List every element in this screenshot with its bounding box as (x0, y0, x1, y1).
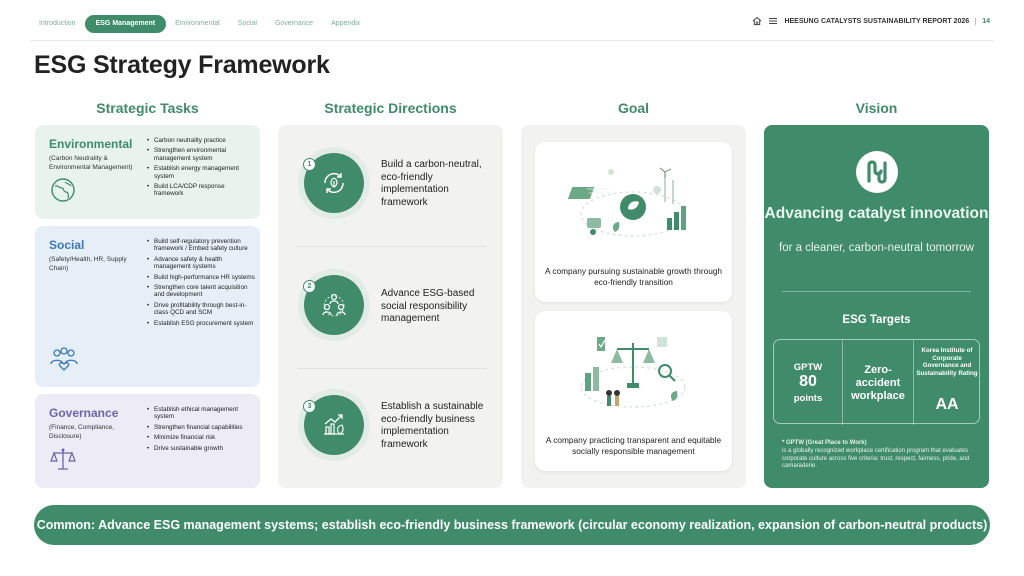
col-head-goal: Goal (617, 100, 650, 116)
directions-panel: 1 Build a carbon-neutral, eco-friendly i… (278, 125, 503, 488)
tab-esg-management[interactable]: ESG Management (84, 15, 167, 33)
home-icon[interactable] (752, 16, 762, 26)
divider (782, 291, 971, 292)
vision-substatement: for a cleaner, carbon-neutral tomorrow (779, 242, 974, 254)
goal-card-2: A company practicing transparent and equ… (535, 311, 732, 471)
footnote-title: * GPTW (Great Place to Work) (782, 440, 867, 446)
footnote: * GPTW (Great Place to Work) is a global… (782, 440, 979, 471)
top-nav: Introduction ESG Management Environmenta… (30, 14, 369, 34)
target-value: 80 (799, 373, 817, 390)
direction-item-2: 2 Advance ESG-based social responsibilit… (278, 259, 503, 359)
direction-number: 2 (303, 280, 316, 293)
target-value: Zero-accident workplace (851, 364, 905, 402)
direction-number: 1 (303, 158, 316, 171)
divider (298, 246, 487, 247)
goal-card-1: A company pursuing sustainable growth th… (535, 142, 732, 302)
footnote-body: is a globally recognized workplace certi… (782, 447, 970, 470)
col-head-vision: Vision (855, 100, 898, 116)
target-label: GPTW (793, 362, 823, 373)
page-title: ESG Strategy Framework (34, 51, 330, 79)
goal-text: A company pursuing sustainable growth th… (544, 266, 723, 287)
task-subtitle-social: (Safety/Health, HR, Supply Chain) (49, 256, 127, 272)
report-title: HEESUNG CATALYSTS SUSTAINABILITY REPORT … (784, 17, 970, 25)
target-governance-rating: Korea Institute of Corporate Governance … (914, 340, 980, 425)
scales-icon (49, 447, 77, 478)
list-item: Drive profitability through best-in-clas… (147, 302, 255, 317)
esg-targets-title: ESG Targets (842, 314, 911, 326)
list-item: Carbon neutrality practice (147, 137, 255, 145)
direction-badge: 1 (298, 147, 370, 219)
direction-text: Build a carbon-neutral, eco-friendly imp… (381, 159, 482, 208)
list-item: Establish energy management system (147, 165, 255, 180)
people-heart-icon (49, 346, 79, 377)
list-item: Build self-regulatory prevention framewo… (147, 238, 255, 253)
task-title-governance: Governance (49, 406, 119, 420)
company-logo (856, 151, 898, 193)
col-head-directions: Strategic Directions (324, 100, 457, 116)
list-item: Advance safety & health management syste… (147, 256, 255, 271)
page-number: 14 (975, 17, 990, 25)
divider (298, 368, 487, 369)
direction-text: Advance ESG-based social responsibility … (381, 288, 475, 324)
eco-transition-illustration (565, 152, 702, 257)
tab-appendix[interactable]: Appendix (331, 20, 361, 27)
tab-governance[interactable]: Governance (274, 20, 314, 27)
tab-environmental[interactable]: Environmental (175, 20, 220, 27)
task-environmental: Environmental (Carbon Neutrality & Envir… (35, 125, 260, 219)
target-unit: points (793, 393, 823, 404)
task-social: Social (Safety/Health, HR, Supply Chain)… (35, 226, 260, 387)
list-item: Strengthen financial capabilities (147, 424, 255, 432)
list-item: Strengthen core talent acquisition and d… (147, 284, 255, 299)
direction-item-3: 3 Establish a sustainable eco-friendly b… (278, 379, 503, 479)
list-item: Build high-performance HR systems (147, 274, 255, 282)
tab-introduction[interactable]: Introduction (39, 20, 76, 27)
direction-text: Establish a sustainable eco-friendly bus… (381, 401, 484, 450)
direction-number: 3 (303, 400, 316, 413)
list-item: Build LCA/CDP response framework (147, 183, 255, 198)
target-gptw: GPTW 80 points (774, 340, 842, 425)
common-banner: Common: Advance ESG management systems; … (34, 505, 990, 545)
list-item: Strengthen environmental management syst… (147, 147, 255, 162)
list-item: Establish ethical management system (147, 406, 255, 421)
esg-targets-box: GPTW 80 points Zero-accident workplace K… (773, 339, 980, 425)
target-value: AA (935, 396, 959, 413)
target-label: Korea Institute of Corporate Governance … (916, 347, 978, 377)
vision-statement: Advancing catalyst innovation (764, 205, 989, 222)
task-governance: Governance (Finance, Compliance, Disclos… (35, 394, 260, 488)
growth-chart-icon (324, 414, 344, 435)
tab-social[interactable]: Social (237, 20, 257, 27)
task-list-social: Build self-regulatory prevention framewo… (147, 238, 255, 330)
task-list-governance: Establish ethical management system Stre… (147, 406, 255, 455)
task-subtitle-environmental: (Carbon Neutrality & Environmental Manag… (49, 155, 133, 171)
list-item: Drive sustainable growth (147, 445, 255, 453)
col-head-tasks: Strategic Tasks (96, 100, 199, 116)
social-responsibility-illustration (565, 321, 702, 426)
globe-leaf-icon (49, 176, 77, 209)
direction-badge: 3 (298, 389, 370, 461)
task-title-social: Social (49, 238, 85, 252)
task-subtitle-governance: (Finance, Compliance, Disclosure) (49, 424, 115, 440)
header-divider (30, 40, 994, 41)
direction-badge: 2 (298, 269, 370, 341)
leaf-cycle-icon (324, 173, 344, 193)
list-item: Establish ESG procurement system (147, 320, 255, 328)
goal-panel: A company pursuing sustainable growth th… (521, 125, 746, 488)
list-item: Minimize financial risk (147, 434, 255, 442)
task-list-environmental: Carbon neutrality practice Strengthen en… (147, 137, 255, 201)
direction-item-1: 1 Build a carbon-neutral, eco-friendly i… (278, 137, 503, 237)
menu-icon[interactable] (768, 16, 778, 26)
header-right: HEESUNG CATALYSTS SUSTAINABILITY REPORT … (752, 16, 990, 26)
vision-panel: Advancing catalyst innovation for a clea… (764, 125, 989, 488)
task-title-environmental: Environmental (49, 137, 133, 151)
goal-text: A company practicing transparent and equ… (545, 435, 722, 456)
target-zero-accident: Zero-accident workplace (842, 340, 914, 425)
people-network-icon (322, 293, 346, 317)
